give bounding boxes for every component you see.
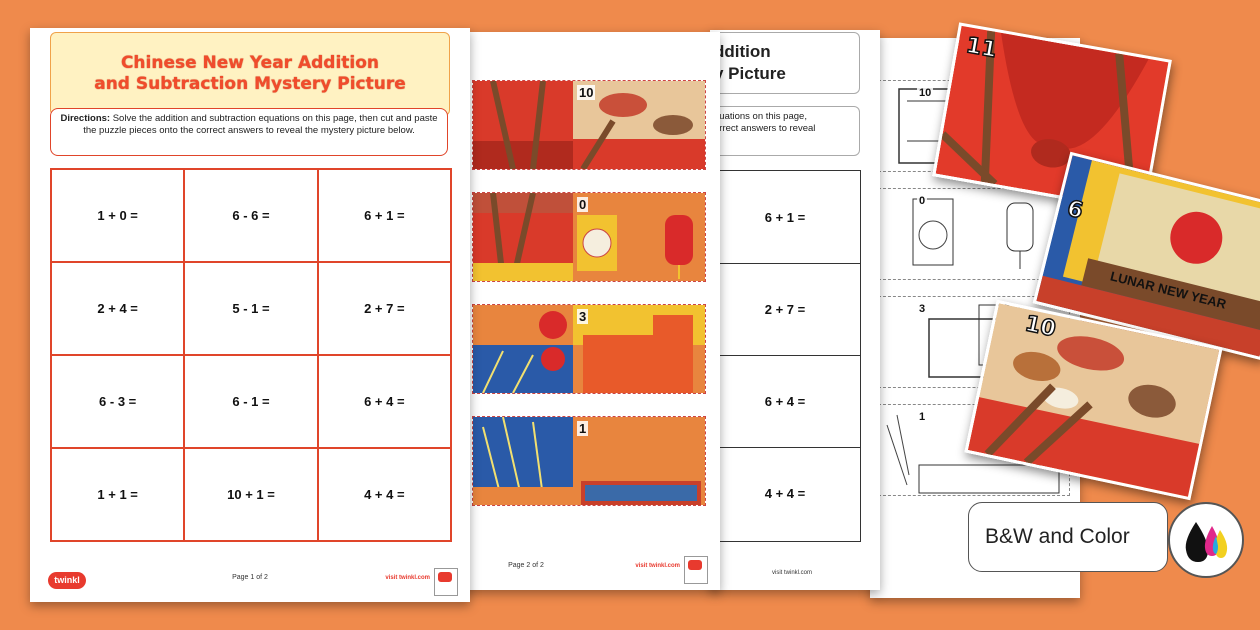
equation-cell: 1 + 0 = [51,169,185,262]
equation-cell: 6 + 1 = [317,169,451,262]
bw-piece-number: 1 [917,411,928,423]
puzzle-card-art [967,303,1220,497]
bw-worksheet-title: ddition y Picture [710,32,860,94]
publisher-badge-icon [684,556,708,584]
directions-text: Solve the addition and subtraction equat… [83,113,438,136]
bw-equation-cell: 2 + 7 = [710,263,860,356]
bw-piece-number: 10 [917,87,934,99]
worksheet-page: Chinese New Year Addition and Subtractio… [30,28,470,602]
puzzle-piece-number: 10 [577,85,596,100]
bw-and-color-label: B&W and Color [968,502,1168,572]
equation-cell: 6 - 3 = [51,355,185,448]
twinkl-logo: twinkl [48,572,86,589]
puzzle-piece-number: 0 [577,197,589,212]
ink-drops-icon [1168,502,1244,578]
bw-piece-number: 3 [917,303,928,315]
footer-visit-text: visit twinkl.com [385,575,430,581]
bw-equation-cell: 6 + 4 = [710,355,860,448]
puzzle-strip-art [473,193,705,281]
equation-cell: 2 + 4 = [51,262,185,355]
bw-equation-cell: 6 + 1 = [710,171,860,264]
page-footer: Page 2 of 2 visit twinkl.com [462,552,720,590]
footer-visit-text: visit twinkl.com [772,570,813,576]
equation-cell: 6 + 4 = [317,355,451,448]
page-footer: twinkl Page 1 of 2 visit twinkl.com [30,564,470,602]
page-number: Page 2 of 2 [508,562,544,569]
directions-label: Directions: [60,113,111,124]
equation-cell: 4 + 4 = [317,448,451,541]
equation-cell: 1 + 1 = [51,448,185,541]
puzzle-strip: 0 [472,192,706,282]
bw-equation-grid: 6 + 1 = 2 + 7 = 6 + 4 = 4 + 4 = [710,170,861,542]
puzzle-strip: 10 [472,80,706,170]
puzzle-strip-art [473,417,705,505]
equation-cell: 6 - 6 = [184,169,318,262]
equation-cell: 2 + 7 = [317,262,451,355]
title-banner: Chinese New Year Addition and Subtractio… [50,32,450,116]
puzzle-strip-art [473,305,705,393]
bw-worksheet-directions: quations on this page, orrect answers to… [710,106,860,156]
footer-visit-text: visit twinkl.com [635,563,680,569]
equation-cell: 5 - 1 = [184,262,318,355]
ink-drops-svg [1185,522,1228,562]
bw-puzzle-art [879,189,1069,279]
directions-box: Directions: Solve the addition and subtr… [50,108,448,156]
puzzle-piece-number: 3 [577,309,589,324]
publisher-badge-icon [434,568,458,596]
equation-cell: 6 - 1 = [184,355,318,448]
bw-worksheet-page: ddition y Picture quations on this page,… [710,30,880,590]
bw-piece-number: 0 [917,195,928,207]
puzzle-piece-number: 1 [577,421,589,436]
bw-equation-cell: 4 + 4 = [764,485,806,501]
worksheet-title: Chinese New Year Addition and Subtractio… [94,53,406,94]
puzzle-card-10: 10 [964,299,1223,501]
puzzle-card-6: 6 LUNAR NEW YEAR [1032,151,1260,361]
equation-cell: 10 + 1 = [184,448,318,541]
puzzle-strip: 3 [472,304,706,394]
puzzle-pieces-page: 10 0 3 [462,32,720,590]
puzzle-card-number: 11 [963,32,999,64]
equation-grid: 1 + 0 = 6 - 6 = 6 + 1 = 2 + 4 = 5 - 1 = … [50,168,452,542]
puzzle-card-art [1036,155,1260,357]
puzzle-card-art [935,25,1169,211]
puzzle-strip: 1 [472,416,706,506]
puzzle-card-11: 11 [932,22,1172,214]
page-number: Page 1 of 2 [232,574,268,581]
